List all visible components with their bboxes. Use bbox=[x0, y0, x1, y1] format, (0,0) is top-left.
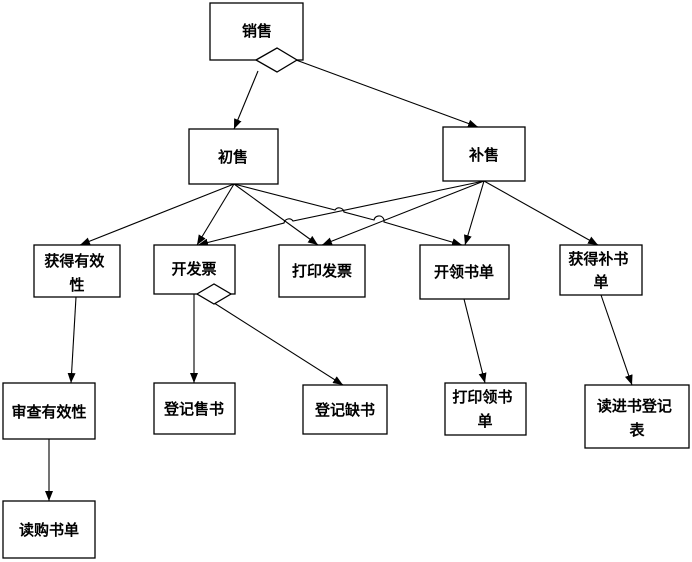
edge-initial-sale-to-issue-pick bbox=[233, 183, 463, 247]
edge-initial-sale-to-issue-invoice bbox=[196, 183, 235, 246]
node-issue-invoice-label: 开发票 bbox=[171, 260, 216, 278]
edge-supplement-to-print-invoice bbox=[321, 180, 485, 246]
svg-text:补售: 补售 bbox=[468, 146, 499, 164]
svg-text:读购书单: 读购书单 bbox=[19, 521, 79, 539]
node-get-valid: 获得有效 性 bbox=[33, 244, 121, 298]
node-issue-pick-label: 开领书单 bbox=[434, 263, 494, 281]
node-supplement: 补售 bbox=[442, 126, 526, 182]
node-read-register-label-line2: 表 bbox=[629, 421, 645, 439]
node-supplement-label: 补售 bbox=[468, 146, 499, 164]
selection-diamond-issue-invoice bbox=[195, 283, 233, 305]
selection-diamond-sales bbox=[254, 47, 299, 73]
node-initial-sale-label: 初售 bbox=[218, 148, 248, 166]
edge-get-supplement-to-read-register bbox=[600, 294, 633, 386]
node-read-register: 读进书登记 表 bbox=[584, 384, 690, 449]
edge-sales-to-supplement bbox=[295, 59, 479, 128]
edge-issue-invoice-to-reg-missing bbox=[199, 293, 344, 386]
svg-text:审查有效性: 审查有效性 bbox=[11, 403, 86, 421]
node-print-pick-label-line2: 单 bbox=[477, 412, 492, 430]
node-print-invoice-label: 打印发票 bbox=[292, 262, 352, 280]
svg-text:初售: 初售 bbox=[218, 148, 248, 166]
node-sales: 销售 bbox=[209, 2, 304, 61]
node-read-order-label: 读购书单 bbox=[19, 521, 79, 539]
svg-text:读进书登记 表: 读进书登记 表 bbox=[597, 397, 677, 439]
edges bbox=[45, 59, 633, 501]
node-initial-sale: 初售 bbox=[188, 128, 279, 185]
node-get-supplement-label-line1: 获得补书 bbox=[568, 250, 628, 268]
svg-text:打印领书 单: 打印领书 单 bbox=[452, 388, 517, 430]
edge-initial-sale-to-get-valid bbox=[79, 183, 235, 246]
node-issue-pick: 开领书单 bbox=[419, 244, 510, 300]
node-reg-sold: 登记售书 bbox=[153, 382, 236, 435]
svg-text:获得有效 性: 获得有效 性 bbox=[44, 252, 109, 294]
edge-initial-sale-to-print-invoice bbox=[233, 183, 319, 246]
node-get-valid-label-line1: 获得有效 bbox=[44, 252, 105, 270]
edge-issue-pick-to-print-pick bbox=[463, 298, 487, 384]
svg-text:打印发票: 打印发票 bbox=[292, 262, 352, 280]
node-reg-missing-label: 登记缺书 bbox=[314, 401, 375, 419]
node-check-valid: 审查有效性 bbox=[2, 382, 96, 440]
edge-supplement-to-issue-invoice bbox=[197, 180, 485, 247]
node-reg-sold-label: 登记售书 bbox=[163, 400, 224, 418]
svg-text:开发票: 开发票 bbox=[171, 260, 216, 278]
svg-text:开领书单: 开领书单 bbox=[434, 263, 494, 281]
node-sales-label: 销售 bbox=[242, 22, 272, 40]
node-issue-invoice: 开发票 bbox=[153, 244, 236, 295]
svg-text:销售: 销售 bbox=[242, 22, 272, 40]
node-check-valid-label: 审查有效性 bbox=[11, 403, 86, 421]
edge-get-valid-to-check-valid bbox=[67, 296, 77, 384]
svg-text:登记售书: 登记售书 bbox=[163, 400, 224, 418]
svg-text:获得补书 单: 获得补书 单 bbox=[568, 250, 633, 291]
edge-supplement-to-get-supplement bbox=[483, 180, 599, 246]
node-get-supplement: 获得补书 单 bbox=[559, 244, 643, 296]
node-print-pick-label-line1: 打印领书 bbox=[452, 388, 512, 406]
edge-sales-to-initial-sale bbox=[233, 70, 259, 130]
svg-text:登记缺书: 登记缺书 bbox=[314, 401, 375, 419]
node-read-register-label-line1: 读进书登记 bbox=[597, 397, 672, 415]
node-get-supplement-label-line2: 单 bbox=[593, 273, 608, 291]
node-print-invoice: 打印发票 bbox=[278, 244, 366, 298]
node-get-valid-label-line2: 性 bbox=[69, 276, 84, 294]
node-print-pick: 打印领书 单 bbox=[444, 382, 527, 436]
edge-supplement-to-issue-pick bbox=[464, 180, 485, 246]
node-reg-missing: 登记缺书 bbox=[302, 384, 388, 435]
node-read-order: 读购书单 bbox=[2, 500, 96, 559]
